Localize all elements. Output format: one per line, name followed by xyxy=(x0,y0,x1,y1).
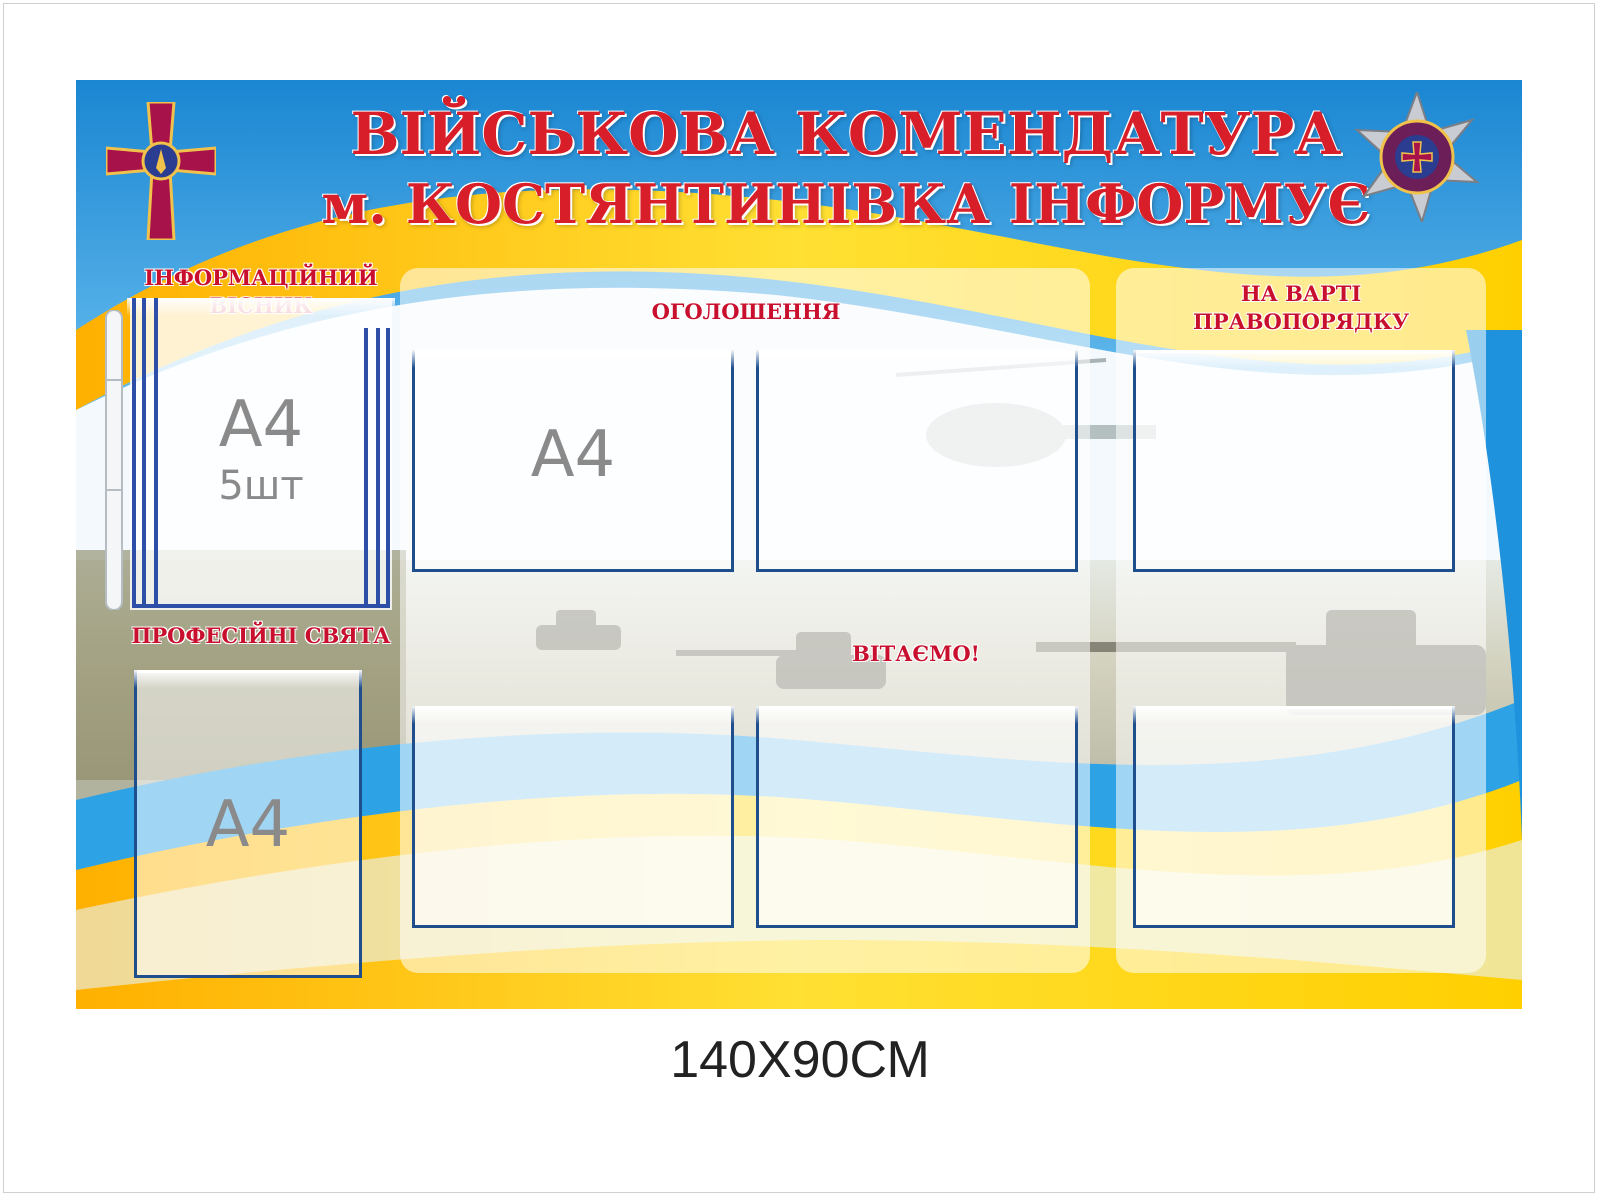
holidays-a4: А4 xyxy=(205,788,291,862)
info-board: ВІЙСЬКОВА КОМЕНДАТУРА м. КОСТЯНТИНІВКА І… xyxy=(76,80,1522,1009)
law-order-pocket-2[interactable] xyxy=(1133,706,1455,928)
ground-forces-cross-icon xyxy=(106,102,216,240)
board-title-line2: м. КОСТЯНТИНІВКА ІНФОРМУЄ xyxy=(321,172,1371,236)
pocket-rim xyxy=(415,706,731,709)
holder-rod xyxy=(105,310,123,610)
outer-frame xyxy=(3,3,1595,1193)
info-bulletin-quantity: 5шт xyxy=(218,463,304,509)
military-law-enforcement-star-icon xyxy=(1354,92,1480,222)
announcements-label: ОГОЛОШЕННЯ xyxy=(651,299,841,324)
pocket-rim xyxy=(415,350,731,353)
announcements-a4: А4 xyxy=(530,418,616,492)
congratulations-pocket-1[interactable] xyxy=(412,706,734,928)
board-size-label: 140Х90СМ xyxy=(670,1031,930,1089)
law-order-pocket-1[interactable] xyxy=(1133,350,1455,572)
info-bulletin-pocket[interactable]: А4 5шт xyxy=(127,298,395,610)
pocket-rim xyxy=(1136,350,1452,353)
brochure-holder-lines xyxy=(132,298,390,608)
holidays-label: ПРОФЕСІЙНІ СВЯТА xyxy=(131,623,391,648)
board-title-line1: ВІЙСЬКОВА КОМЕНДАТУРА xyxy=(350,100,1342,168)
announcements-pocket-1[interactable]: А4 xyxy=(412,350,734,572)
pocket-rim xyxy=(759,706,1075,709)
pocket-rim xyxy=(137,670,359,673)
announcements-pocket-2[interactable] xyxy=(756,350,1078,572)
congratulations-label: ВІТАЄМО! xyxy=(852,641,980,666)
law-order-label-line2: ПРАВОПОРЯДКУ xyxy=(1192,309,1410,334)
law-order-label-line1: НА ВАРТІ xyxy=(1240,281,1362,306)
pocket-rim xyxy=(759,350,1075,353)
info-bulletin-a4: А4 xyxy=(218,388,304,462)
congratulations-pocket-2[interactable] xyxy=(756,706,1078,928)
holidays-pocket[interactable]: А4 xyxy=(134,670,362,978)
pocket-rim xyxy=(1136,706,1452,709)
